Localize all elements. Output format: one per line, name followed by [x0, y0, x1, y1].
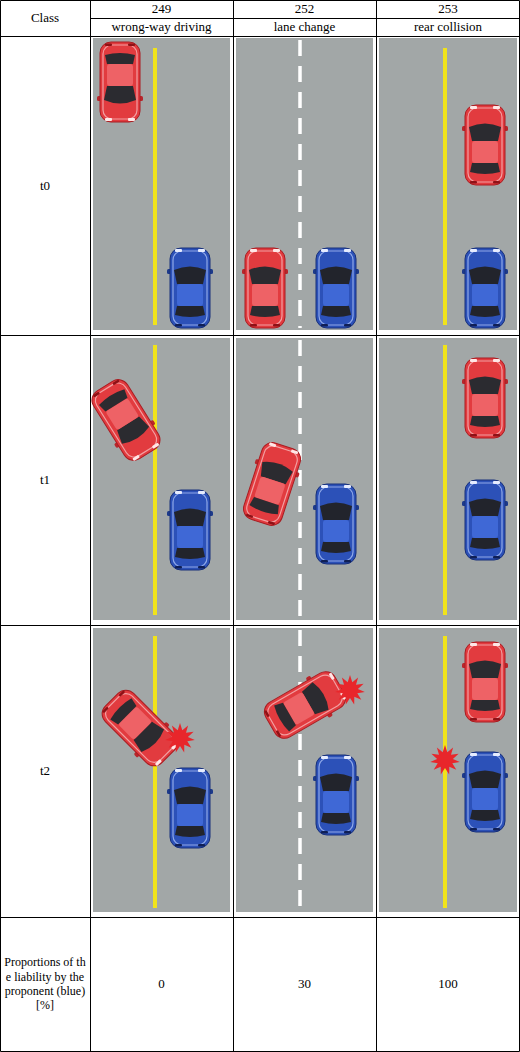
table-cell: 100: [376, 917, 520, 1051]
cell-text: wrong-way driving: [111, 19, 211, 35]
table-cell: wrong-way driving: [90, 18, 233, 36]
cell-text: t2: [40, 763, 50, 779]
cell-text: rear collision: [414, 19, 482, 35]
collision-burst: [165, 723, 195, 752]
cell-text: 249: [152, 1, 172, 17]
cell-text: 30: [298, 976, 311, 992]
cell-text: 253: [438, 1, 458, 17]
cell-text: t0: [40, 178, 50, 194]
table-cell: 249: [90, 0, 233, 18]
cell-text: Class: [31, 10, 59, 26]
cell-text: 100: [438, 976, 458, 992]
cars: [85, 42, 508, 848]
table-cell: 30: [233, 917, 376, 1051]
table-cell: t2: [0, 625, 90, 917]
road: [93, 38, 517, 912]
cell-text: 0: [158, 976, 165, 992]
cell-text: t1: [40, 472, 50, 488]
table-cell: rear collision: [376, 18, 520, 36]
cell-text: 252: [295, 1, 315, 17]
table-cell: t0: [0, 36, 90, 335]
collision-burst: [335, 675, 365, 704]
table-cell: 252: [233, 0, 376, 18]
table-cell: Proportions of the liability by the prop…: [0, 917, 90, 1051]
table-cell: lane change: [233, 18, 376, 36]
table-cell: 253: [376, 0, 520, 18]
lane-marking: [155, 40, 445, 910]
cell-text: lane change: [274, 19, 336, 35]
table-cell: t1: [0, 335, 90, 625]
cell-text: Proportions of the liability by the prop…: [3, 955, 87, 1013]
collision-burst: [430, 745, 460, 774]
collision-bursts: [165, 675, 460, 774]
table-cell: Class: [0, 0, 90, 36]
table-cell: 0: [90, 917, 233, 1051]
